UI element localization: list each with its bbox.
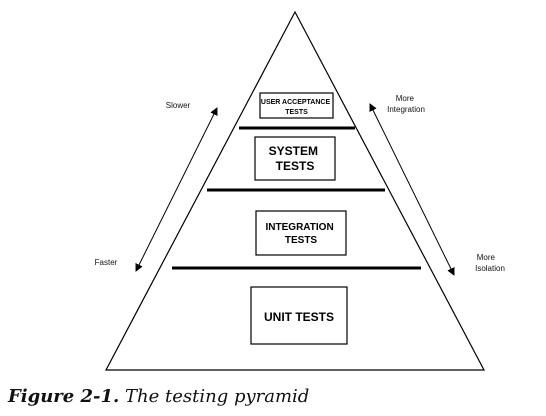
layer-box-system — [254, 136, 336, 181]
left-axis-top-label: Slower — [166, 101, 191, 110]
layer-label-system: SYSTEM TESTS — [269, 144, 322, 173]
layer-label-system-line-1: SYSTEM — [269, 144, 318, 158]
figure-number: Figure 2-1. — [8, 386, 120, 407]
layer-label-integration-line-2: TESTS — [285, 235, 318, 246]
right-axis-bottom-line-1: More — [477, 253, 496, 262]
layer-label-integration-line-1: INTEGRATION — [266, 222, 334, 233]
layer-label-system-line-2: TESTS — [276, 159, 315, 173]
layer-label-uat-line-2: TESTS — [285, 109, 308, 116]
layer-box-integration — [255, 210, 347, 256]
right-axis-top-line-1: More — [396, 94, 415, 103]
layer-label-uat-line-1: USER ACCEPTANCE — [261, 99, 331, 106]
testing-pyramid-diagram: USER ACCEPTANCE TESTS SYSTEM TESTS INTEG… — [95, 10, 505, 371]
right-axis-bottom-label: More Isolation — [475, 253, 505, 273]
integration-isolation-arrow — [369, 103, 455, 276]
layer-label-integration: INTEGRATION TESTS — [266, 222, 337, 246]
figure-caption: Figure 2-1. The testing pyramid — [8, 386, 538, 412]
left-axis-bottom-label: Faster — [95, 258, 118, 267]
layer-label-uat: USER ACCEPTANCE TESTS — [261, 99, 332, 116]
speed-arrow — [135, 107, 218, 272]
layer-label-unit-line-1: UNIT TESTS — [264, 310, 334, 324]
right-axis-top-line-2: Integration — [387, 105, 425, 114]
figure-title: The testing pyramid — [125, 386, 310, 407]
layer-box-unit — [250, 286, 348, 345]
layer-box-uat — [259, 92, 334, 119]
layer-label-unit: UNIT TESTS — [264, 310, 334, 324]
right-axis-bottom-line-2: Isolation — [475, 264, 505, 273]
right-axis-top-label: More Integration — [387, 94, 425, 114]
